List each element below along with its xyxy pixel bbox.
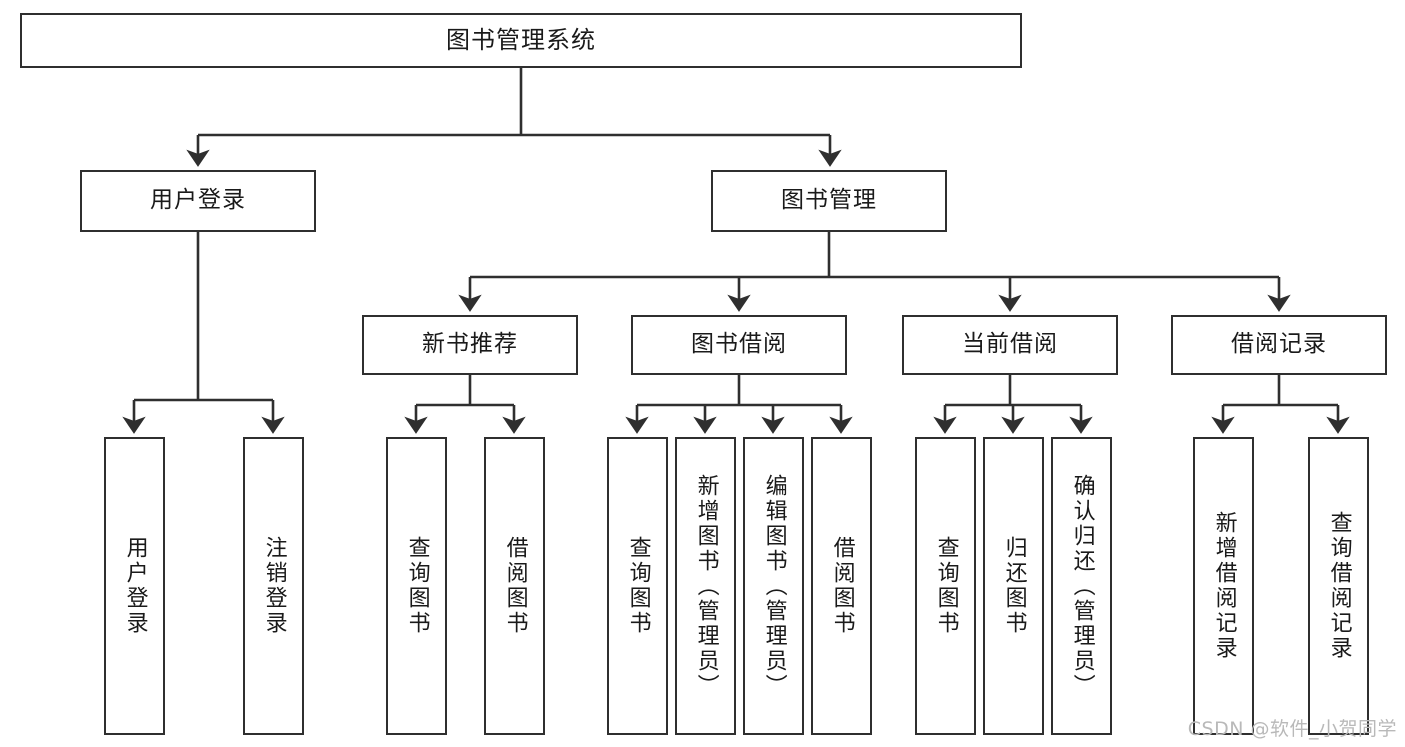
- leaf-label: 借阅图书: [502, 536, 528, 636]
- leaf-record-query-record[interactable]: 查询借阅记录: [1308, 437, 1369, 735]
- node-borrow-record[interactable]: 借阅记录: [1171, 315, 1387, 375]
- leaf-label: 注销登录: [261, 536, 287, 636]
- leaf-current-confirm-return-admin[interactable]: 确认归还（管理员）: [1051, 437, 1112, 735]
- leaf-user-login-login[interactable]: 用户登录: [104, 437, 165, 735]
- leaf-current-query-book[interactable]: 查询图书: [915, 437, 976, 735]
- node-label: 借阅记录: [1231, 331, 1327, 358]
- leaf-label: 归还图书: [1001, 536, 1027, 636]
- leaf-label: 查询借阅记录: [1326, 511, 1352, 661]
- node-label: 图书借阅: [691, 331, 787, 358]
- node-label: 图书管理: [781, 187, 877, 214]
- node-label: 当前借阅: [962, 331, 1058, 358]
- node-book-borrow[interactable]: 图书借阅: [631, 315, 847, 375]
- leaf-label: 新增借阅记录: [1211, 511, 1237, 661]
- node-current-borrow[interactable]: 当前借阅: [902, 315, 1118, 375]
- leaf-label: 借阅图书: [829, 536, 855, 636]
- leaf-current-return-book[interactable]: 归还图书: [983, 437, 1044, 735]
- node-book-management[interactable]: 图书管理: [711, 170, 947, 232]
- leaf-label: 用户登录: [122, 536, 148, 636]
- leaf-label: 查询图书: [625, 536, 651, 636]
- node-new-book-recommend[interactable]: 新书推荐: [362, 315, 578, 375]
- leaf-label: 查询图书: [404, 536, 430, 636]
- leaf-user-login-logout[interactable]: 注销登录: [243, 437, 304, 735]
- leaf-borrow-add-book-admin[interactable]: 新增图书（管理员）: [675, 437, 736, 735]
- leaf-borrow-query-book[interactable]: 查询图书: [607, 437, 668, 735]
- node-user-login[interactable]: 用户登录: [80, 170, 316, 232]
- leaf-borrow-edit-book-admin[interactable]: 编辑图书（管理员）: [743, 437, 804, 735]
- leaf-recommend-borrow-book[interactable]: 借阅图书: [484, 437, 545, 735]
- node-root-book-management-system[interactable]: 图书管理系统: [20, 13, 1022, 68]
- leaf-label: 查询图书: [933, 536, 959, 636]
- node-label: 新书推荐: [422, 331, 518, 358]
- leaf-label: 确认归还（管理员）: [1069, 473, 1095, 699]
- leaf-record-add-record[interactable]: 新增借阅记录: [1193, 437, 1254, 735]
- leaf-borrow-borrow-book[interactable]: 借阅图书: [811, 437, 872, 735]
- leaf-recommend-query-book[interactable]: 查询图书: [386, 437, 447, 735]
- leaf-label: 编辑图书（管理员）: [761, 473, 787, 699]
- node-label: 用户登录: [150, 187, 246, 214]
- node-label: 图书管理系统: [446, 26, 596, 55]
- watermark: CSDN @软件_小贺同学: [1187, 718, 1397, 740]
- leaf-label: 新增图书（管理员）: [693, 473, 719, 699]
